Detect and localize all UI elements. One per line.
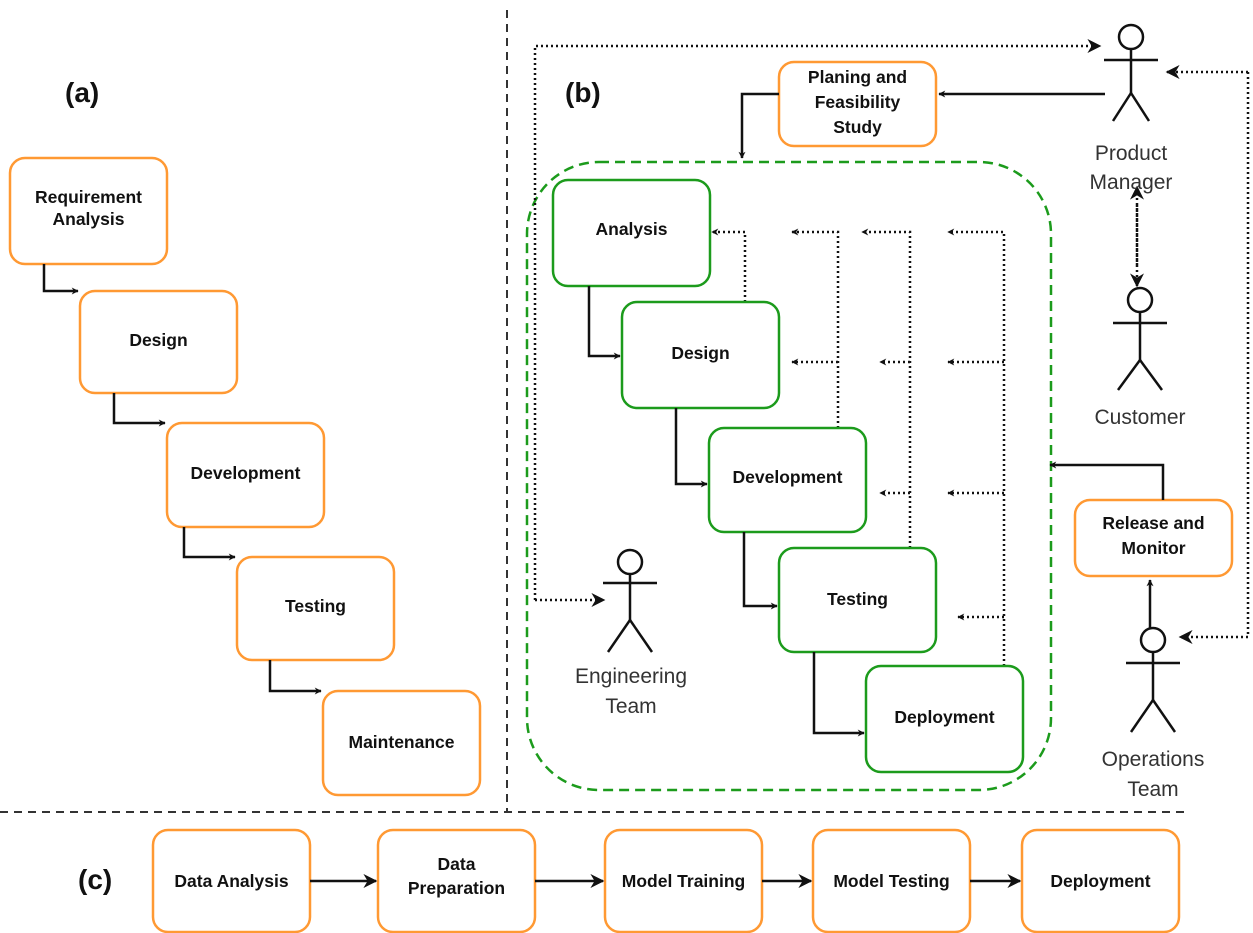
arrow-planning-to-iteration <box>738 92 779 159</box>
agile-development-box: Development <box>707 426 868 534</box>
feedback-testing-to-analysis <box>861 228 912 548</box>
engineering-team-label-line2: Team <box>605 695 656 718</box>
agile-testing-label: Testing <box>827 589 888 609</box>
waterfall-requirement-analysis-box: Requirement Analysis <box>8 156 169 266</box>
product-manager-figure-icon <box>1104 23 1158 122</box>
waterfall-development-box: Development <box>165 421 326 529</box>
waterfall-requirement-label-line2: Analysis <box>53 209 125 229</box>
agile-design-label: Design <box>671 343 729 363</box>
waterfall-arrow-4 <box>268 660 322 695</box>
agile-design-box: Design <box>620 300 781 410</box>
ml-model-testing-box: Model Testing <box>811 828 972 933</box>
agile-deployment-box: Deployment <box>864 664 1025 774</box>
agile-iteration-boundary <box>525 160 1053 792</box>
waterfall-arrow-3 <box>182 527 236 561</box>
agile-release-label-line1: Release and <box>1102 513 1204 533</box>
ml-deployment-box: Deployment <box>1020 828 1181 933</box>
waterfall-design-label: Design <box>129 330 187 350</box>
waterfall-arrow-2 <box>112 393 166 427</box>
ml-data-analysis-label: Data Analysis <box>174 871 288 891</box>
waterfall-arrow-1 <box>42 264 79 295</box>
operations-team-label-line2: Team <box>1127 778 1178 801</box>
customer-label: Customer <box>1094 406 1185 429</box>
agile-planning-label-line3: Study <box>833 117 882 137</box>
agile-release-box: Release and Monitor <box>1073 498 1234 578</box>
agile-feedback-arrows <box>711 228 1006 666</box>
ml-data-preparation-label-line1: Data <box>438 854 476 874</box>
product-manager-label-line1: Product <box>1095 142 1168 165</box>
waterfall-maintenance-box: Maintenance <box>321 689 482 797</box>
agile-planning-label-line1: Planing and <box>808 67 907 87</box>
waterfall-testing-label: Testing <box>285 596 346 616</box>
ml-data-analysis-box: Data Analysis <box>151 828 312 933</box>
ml-deployment-label: Deployment <box>1050 871 1150 891</box>
agile-deployment-label: Deployment <box>894 707 994 727</box>
agile-analysis-label: Analysis <box>596 219 668 239</box>
customer-figure-icon <box>1113 286 1167 391</box>
feedback-design-to-analysis <box>711 228 747 302</box>
operations-team-label-line1: Operations <box>1102 748 1205 771</box>
link-to-operations-team <box>1178 72 1250 644</box>
agile-arrow-testing-deployment <box>812 652 865 737</box>
panel-label-a: (a) <box>65 77 99 108</box>
ml-data-preparation-label-line2: Preparation <box>408 878 505 898</box>
product-manager-label-line2: Manager <box>1090 171 1173 194</box>
engineering-team-label-line1: Engineering <box>575 665 687 688</box>
waterfall-design-box: Design <box>78 289 239 395</box>
arrow-release-to-iteration <box>1049 461 1165 500</box>
waterfall-development-label: Development <box>191 463 301 483</box>
agile-analysis-box: Analysis <box>551 178 712 288</box>
link-engineering-to-manager <box>533 39 1102 600</box>
ml-data-preparation-box: Data Preparation <box>376 828 537 933</box>
ml-model-training-box: Model Training <box>603 828 764 933</box>
feedback-development-to-analysis <box>791 228 840 428</box>
panel-label-c: (c) <box>78 864 112 895</box>
agile-testing-box: Testing <box>777 546 938 654</box>
ml-model-testing-label: Model Testing <box>833 871 949 891</box>
waterfall-requirement-label-line1: Requirement <box>35 187 142 207</box>
agile-arrow-design-development <box>674 408 708 488</box>
agile-development-label: Development <box>733 467 843 487</box>
operations-team-figure-icon <box>1126 626 1180 733</box>
waterfall-maintenance-label: Maintenance <box>349 732 455 752</box>
engineering-team-figure-icon <box>603 548 657 653</box>
waterfall-testing-box: Testing <box>235 555 396 662</box>
agile-arrow-development-testing <box>742 532 778 610</box>
agile-planning-box: Planing and Feasibility Study <box>777 60 938 148</box>
panel-label-b: (b) <box>565 77 601 108</box>
agile-planning-label-line2: Feasibility <box>815 92 901 112</box>
feedback-deployment-to-analysis <box>947 228 1006 666</box>
agile-release-label-line2: Monitor <box>1121 538 1185 558</box>
agile-arrow-analysis-design <box>587 286 621 360</box>
ml-model-training-label: Model Training <box>622 871 745 891</box>
